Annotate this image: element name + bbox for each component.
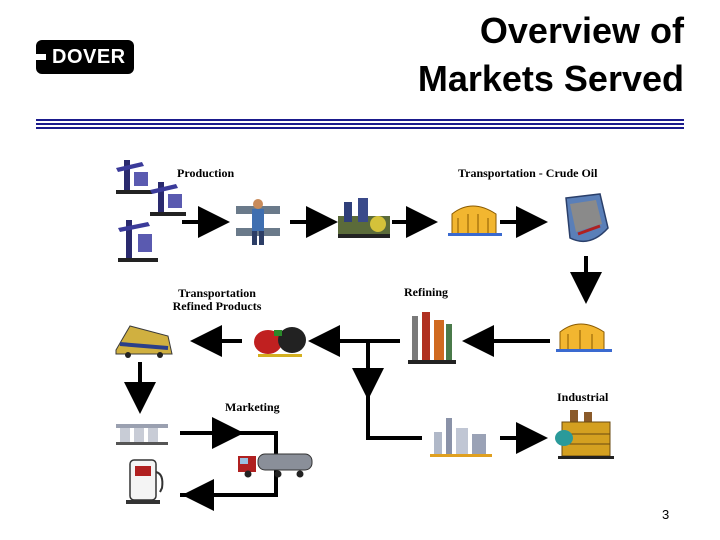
flow-arrows: [124, 206, 602, 511]
factory-icon: [555, 410, 614, 459]
oil-storage-tank-icon: [448, 205, 502, 236]
tanker-truck-icon: [238, 453, 313, 478]
label-refining: Refining: [404, 285, 449, 299]
label-marketing: Marketing: [225, 400, 280, 414]
dover-logo: [36, 40, 134, 74]
logo-text: DOVER: [52, 46, 126, 68]
refinery-icon: [408, 312, 456, 364]
label-production: Production: [177, 166, 235, 180]
freight-train-icon: [115, 325, 173, 358]
fuel-station-icon: [116, 424, 168, 445]
oil-pumpjack-icon: [116, 160, 186, 262]
oil-worker-icon: [236, 199, 280, 245]
page-title-line-2: Markets Served: [417, 58, 684, 99]
oil-storage-tank-icon: [556, 323, 612, 352]
oil-tanker-ship-icon: [565, 193, 609, 243]
connector-truck-to-pump: [180, 466, 278, 497]
gas-pump-icon: [126, 459, 164, 504]
page-number: 3: [662, 507, 670, 522]
page-title-line-1: Overview of: [479, 10, 684, 51]
label-transportation-crude-oil: Transportation - Crude Oil: [458, 166, 598, 180]
tank-cars-icon: [254, 327, 306, 357]
label-transportation: Transportation: [178, 286, 256, 300]
processing-plant-icon: [338, 198, 390, 238]
label-industrial: Industrial: [557, 390, 609, 404]
label-refined-products: Refined Products: [172, 299, 262, 313]
industrial-plant-icon: [430, 418, 492, 457]
title-rule: [36, 119, 684, 129]
